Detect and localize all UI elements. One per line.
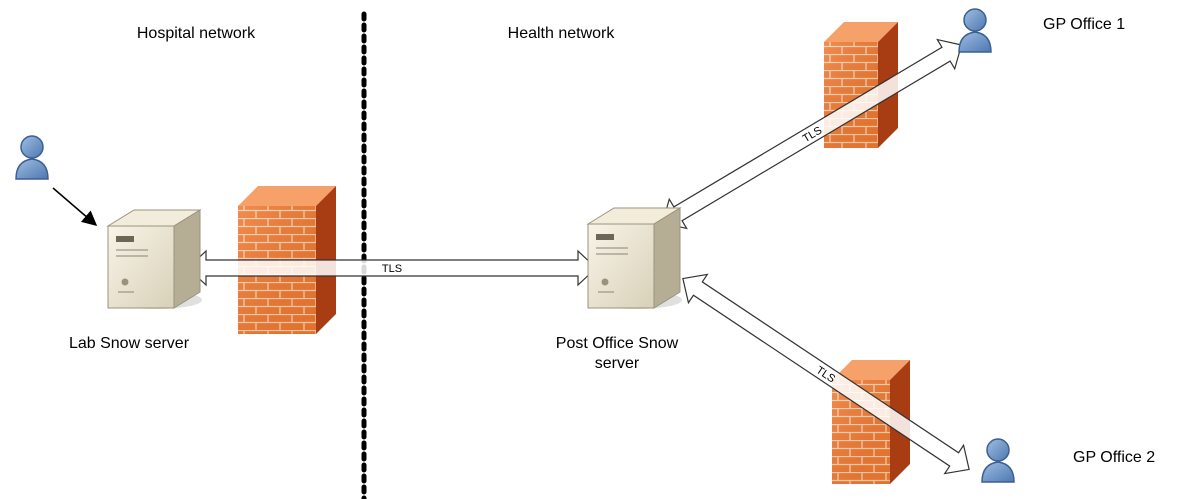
gp-office-2-label: GP Office 2: [1073, 449, 1155, 466]
lab-server-label: Lab Snow server: [69, 335, 190, 352]
firewall-icon: [832, 360, 910, 484]
tls-link-post-gp1: TLS: [661, 38, 963, 230]
tls-label: TLS: [382, 263, 402, 275]
person-icon: [15, 135, 49, 180]
double-arrow-icon: [682, 273, 970, 475]
firewall-icon: [824, 22, 898, 148]
person-icon: [981, 438, 1015, 483]
zone-label-health: Health network: [508, 25, 616, 42]
post-office-label-line2: server: [595, 355, 640, 372]
server-icon: [586, 207, 682, 309]
post-office-label-line1: Post Office Snow: [556, 335, 679, 352]
person-icon: [958, 8, 992, 53]
zone-label-hospital: Hospital network: [137, 25, 256, 42]
gp-office-1-label: GP Office 1: [1043, 16, 1125, 33]
user-access-arrow: [52, 187, 98, 226]
server-icon: [106, 209, 202, 309]
tls-link-post-gp2: TLS: [682, 273, 970, 475]
